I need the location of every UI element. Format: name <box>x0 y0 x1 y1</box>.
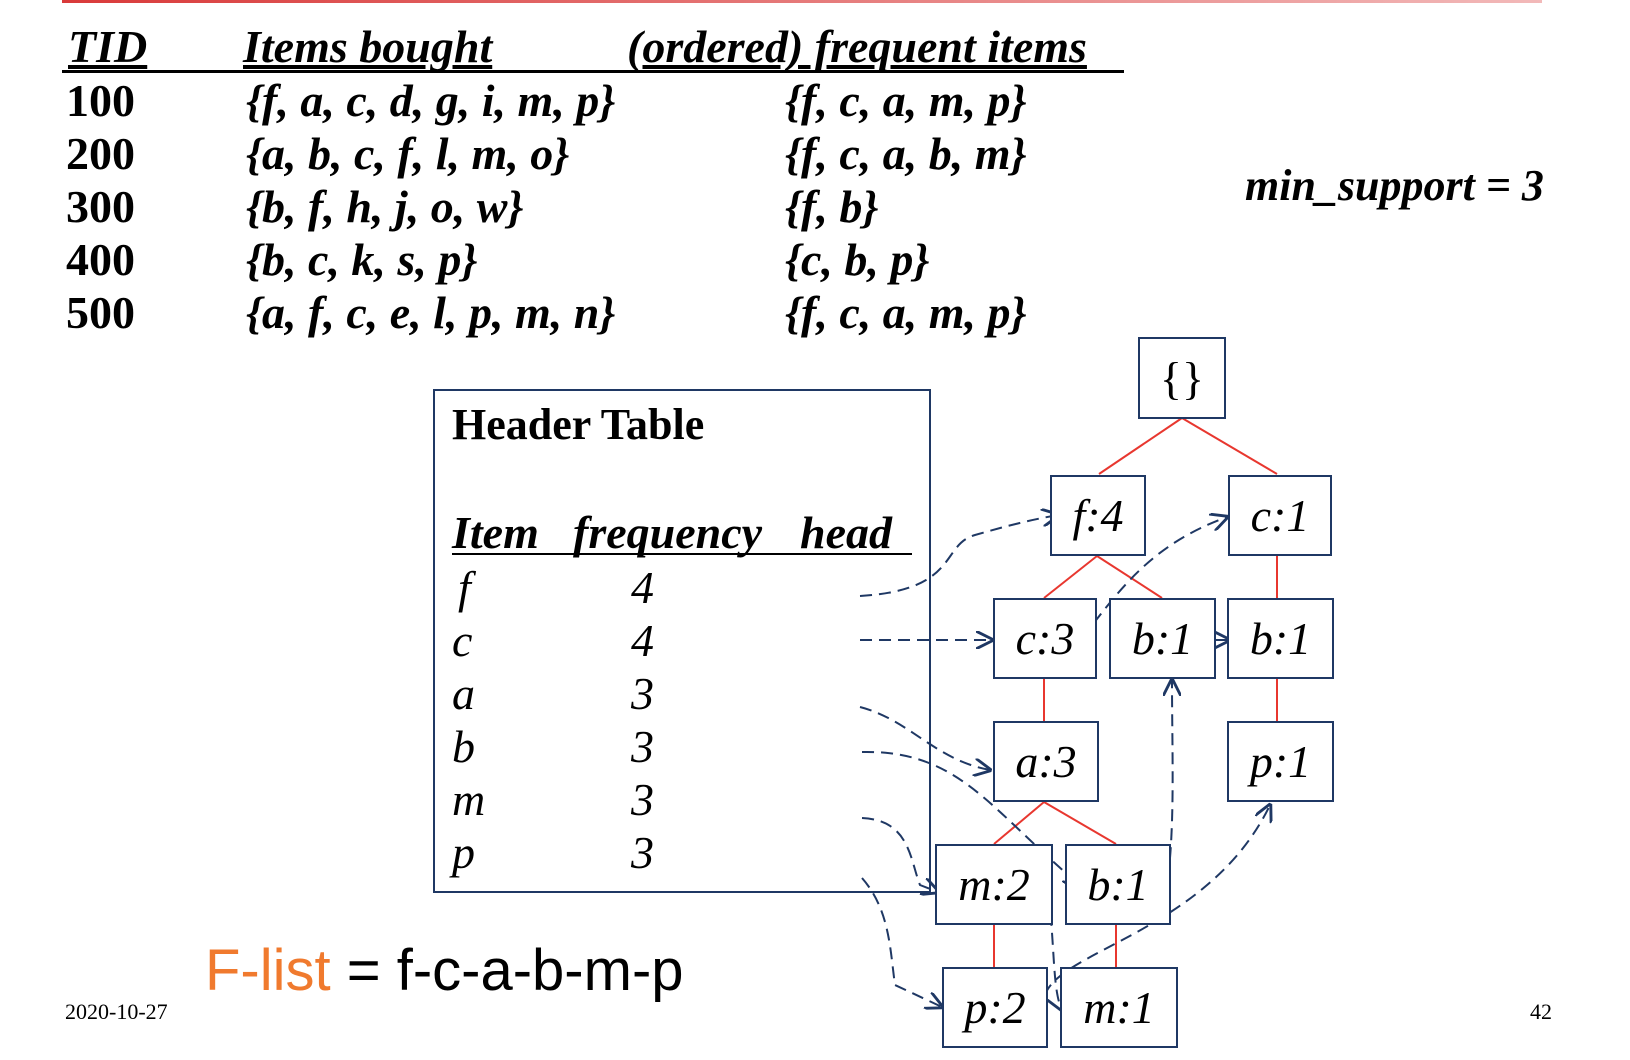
header-item-label: m <box>452 774 486 825</box>
items-bought-cell: {b, c, k, s, p} <box>246 234 478 285</box>
head-link-m <box>861 817 938 892</box>
header-table-rule <box>452 553 912 555</box>
edge-f4-b1 <box>1096 555 1163 599</box>
header-table-box <box>433 389 931 893</box>
header-frequency-value: 4 <box>631 615 654 666</box>
tree-node-f4: f:4 <box>1050 475 1146 556</box>
tid-cell: 400 <box>66 234 135 285</box>
header-item-label: c <box>452 615 473 666</box>
head-link-b <box>861 750 1080 885</box>
header-frequency-value: 3 <box>631 827 654 878</box>
tree-node-m2: m:2 <box>935 844 1053 925</box>
col-header-ordered-frequent-items: (ordered) frequent items <box>627 21 1087 72</box>
header-col-frequency: frequency <box>573 507 763 558</box>
tree-node-c1: c:1 <box>1228 475 1332 556</box>
tree-node-b1-under-f: b:1 <box>1109 598 1216 679</box>
header-frequency-value: 3 <box>631 721 654 772</box>
min-support-label: min_support = 3 <box>1245 161 1544 210</box>
edge-root-c1 <box>1181 417 1278 475</box>
tree-node-c3: c:3 <box>993 598 1097 679</box>
tid-cell: 300 <box>66 181 135 232</box>
header-col-head: head <box>800 507 892 558</box>
node-link-p <box>1044 805 1270 996</box>
items-bought-cell: {a, f, c, e, l, p, m, n} <box>246 287 616 338</box>
header-table-title: Header Table <box>452 400 705 449</box>
tree-node-p1: p:1 <box>1227 721 1334 802</box>
items-bought-cell: {a, b, c, f, l, m, o} <box>246 128 570 179</box>
header-frequency-value: 3 <box>631 668 654 719</box>
top-rule <box>62 0 1542 3</box>
tree-node-m1: m:1 <box>1060 967 1178 1048</box>
header-item-label: f <box>458 562 471 613</box>
items-bought-cell: {b, f, h, j, o, w} <box>246 181 524 232</box>
ordered-items-cell: {f, c, a, m, p} <box>785 75 1027 126</box>
flist-label: F-list <box>205 938 331 1003</box>
header-frequency-value: 4 <box>631 562 654 613</box>
head-link-f <box>859 515 1058 597</box>
flist-line: F-list = f-c-a-b-m-p <box>205 942 684 1000</box>
edge-a3-b1 <box>1043 801 1117 845</box>
page-number: 42 <box>1530 999 1552 1024</box>
ordered-items-cell: {f, c, a, b, m} <box>785 128 1027 179</box>
edge-a3-m2 <box>993 801 1045 845</box>
header-col-item: Item <box>452 507 539 558</box>
table-header-rule <box>62 70 1124 73</box>
tid-cell: 500 <box>66 287 135 338</box>
tree-node-a3: a:3 <box>993 721 1099 802</box>
footer-date: 2020-10-27 <box>65 999 168 1024</box>
col-header-items-bought: Items bought <box>243 21 493 72</box>
tree-node-b1-under-a: b:1 <box>1065 844 1171 925</box>
edge-root-f4 <box>1098 417 1183 475</box>
tree-node-b1-under-c: b:1 <box>1227 598 1334 679</box>
tid-cell: 100 <box>66 75 135 126</box>
col-header-tid: TID <box>68 21 148 72</box>
tree-node-p2: p:2 <box>942 967 1048 1048</box>
items-bought-cell: {f, a, c, d, g, i, m, p} <box>246 75 616 126</box>
tree-root-node: {} <box>1138 337 1226 419</box>
header-item-label: b <box>452 721 475 772</box>
tid-cell: 200 <box>66 128 135 179</box>
header-frequency-value: 3 <box>631 774 654 825</box>
head-link-p <box>861 877 942 1007</box>
edge-f4-c3 <box>1043 555 1098 599</box>
ordered-items-cell: {f, c, a, m, p} <box>785 287 1027 338</box>
flist-value: = f-c-a-b-m-p <box>330 938 684 1003</box>
header-item-label: a <box>452 668 475 719</box>
ordered-items-cell: {f, b} <box>785 181 879 232</box>
node-link-m <box>1048 894 1062 1010</box>
header-item-label: p <box>452 827 475 878</box>
ordered-items-cell: {c, b, p} <box>785 234 930 285</box>
